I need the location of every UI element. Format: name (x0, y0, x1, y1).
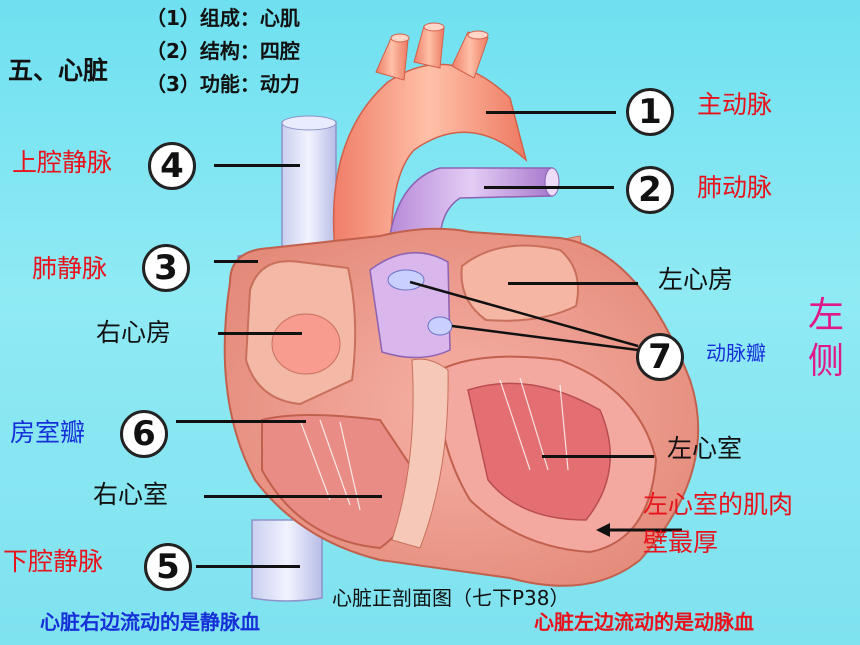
header-item-composition: （1）组成：心肌 (146, 6, 300, 30)
marker-6: 6 (120, 410, 168, 458)
marker-3: 3 (142, 244, 190, 292)
leader-line-pulmonary-vein (214, 260, 258, 263)
inferior-vena-cava-shape (251, 519, 323, 602)
leader-line-right-ventricle (204, 495, 382, 498)
leader-line-aorta (486, 111, 616, 114)
label-left-side-bottom: 侧 (808, 341, 845, 382)
marker-5: 5 (144, 543, 192, 591)
label-pulmonary-vein: 肺静脉 (32, 254, 108, 283)
header-item-function: （3）功能：动力 (146, 72, 300, 96)
label-left-ventricle-wall-1: 左心室的肌肉 (643, 490, 794, 519)
label-av-valve: 房室瓣 (10, 418, 86, 447)
label-superior-vena-cava: 上腔静脉 (12, 148, 113, 177)
marker-7: 7 (636, 333, 684, 381)
header-item-structure: （2）结构：四腔 (146, 39, 300, 63)
leader-line-pulmonary-artery (484, 186, 614, 189)
label-right-atrium: 右心房 (96, 318, 172, 347)
label-right-ventricle: 右心室 (93, 480, 169, 509)
section-title: 五、心脏 (8, 56, 109, 85)
leader-line-left-atrium (508, 282, 638, 285)
label-left-side-top: 左 (808, 295, 845, 336)
label-left-atrium: 左心房 (658, 265, 734, 294)
marker-2: 2 (626, 166, 674, 214)
leader-line-inferior-vena-cava (196, 565, 300, 568)
label-left-ventricle-wall-2: 壁最厚 (643, 528, 719, 557)
footer-right-side-note: 心脏右边流动的是静脉血 (40, 610, 260, 634)
leader-line-av-valve (176, 420, 306, 423)
label-left-ventricle: 左心室 (667, 434, 743, 463)
aorta-shape (332, 63, 528, 263)
label-aorta: 主动脉 (697, 90, 773, 119)
leader-line-superior-vena-cava (214, 164, 300, 167)
label-inferior-vena-cava: 下腔静脉 (3, 547, 104, 576)
marker-1: 1 (626, 88, 674, 136)
label-pulmonary-artery: 肺动脉 (697, 173, 773, 202)
arrow-head-wall (596, 523, 610, 537)
label-aortic-valve: 动脉瓣 (706, 341, 766, 365)
marker-4: 4 (148, 142, 196, 190)
leader-line-right-atrium (218, 332, 302, 335)
leader-line-left-ventricle (542, 455, 654, 458)
figure-caption: 心脏正剖面图（七下P38） (332, 586, 570, 610)
footer-left-side-note: 心脏左边流动的是动脉血 (534, 610, 754, 634)
